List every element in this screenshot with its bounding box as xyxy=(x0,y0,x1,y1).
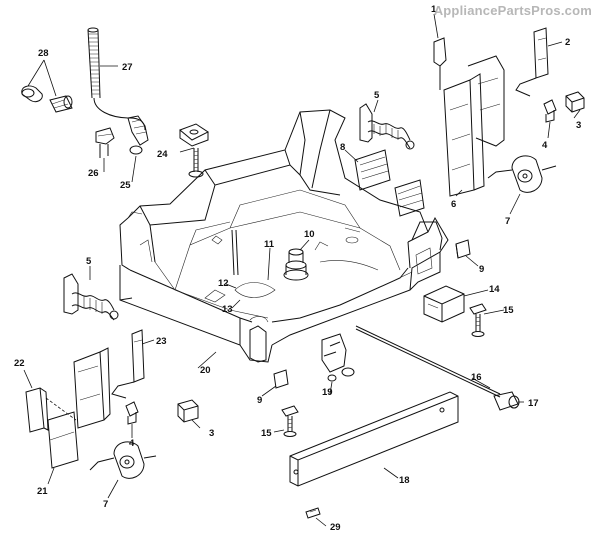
callout-2: 2 xyxy=(565,37,570,48)
callout-6: 6 xyxy=(451,199,456,210)
watermark-text: AppliancePartsPros.com xyxy=(433,3,592,18)
part-7-motor-upper xyxy=(487,155,557,193)
callout-9-upper: 9 xyxy=(479,264,484,275)
callout-12: 12 xyxy=(218,278,229,289)
callout-18: 18 xyxy=(399,475,410,486)
part-24-leg-assembly xyxy=(179,123,209,178)
part-6-side-panel xyxy=(443,55,505,197)
callout-17: 17 xyxy=(528,398,539,409)
part-3-block-upper xyxy=(565,91,585,113)
part-15-leveling-foot-lower xyxy=(281,405,299,437)
part-1-side-bracket xyxy=(433,37,447,90)
leader-lines xyxy=(23,13,581,527)
part-18-toe-panel xyxy=(289,391,459,487)
callout-15-lower: 15 xyxy=(261,428,272,439)
part-23-bracket xyxy=(111,329,145,399)
callout-1: 1 xyxy=(431,4,437,15)
callout-4-upper: 4 xyxy=(542,140,548,151)
part-7-motor-lower xyxy=(89,441,157,479)
part-25-hose-fitting xyxy=(127,115,149,155)
callout-24: 24 xyxy=(157,149,168,160)
callout-4-lower: 4 xyxy=(129,438,135,449)
callout-3-upper: 3 xyxy=(576,120,581,131)
part-14-housing xyxy=(423,285,465,323)
part-3-block-lower xyxy=(177,399,199,423)
callout-27: 27 xyxy=(122,62,133,73)
callout-25: 25 xyxy=(120,180,131,191)
part-2-bracket xyxy=(515,27,549,97)
callout-9-lower: 9 xyxy=(257,395,262,406)
callout-29: 29 xyxy=(330,522,341,533)
part-5-upper-spring-bracket xyxy=(359,103,415,150)
part-8-terminal-blocks xyxy=(354,149,425,217)
part-26-clip xyxy=(95,127,115,158)
callout-14: 14 xyxy=(489,284,500,295)
callout-22: 22 xyxy=(14,358,25,369)
part-9-clip-lower xyxy=(273,369,289,389)
part-19-inlet-valve xyxy=(321,333,355,382)
callout-16: 16 xyxy=(471,372,482,383)
callout-26: 26 xyxy=(88,168,99,179)
callout-20: 20 xyxy=(200,365,211,376)
callout-10: 10 xyxy=(304,229,315,240)
callout-19: 19 xyxy=(322,387,333,398)
callout-13: 13 xyxy=(222,304,233,315)
base-tub-assembly xyxy=(119,109,449,363)
part-4-connector-upper xyxy=(543,99,557,123)
part-28-hose-clamps xyxy=(21,85,73,113)
callout-28: 28 xyxy=(38,48,49,59)
callout-5-upper: 5 xyxy=(374,90,380,101)
callout-11: 11 xyxy=(264,239,275,250)
part-27-fill-hose xyxy=(87,27,146,131)
callout-8: 8 xyxy=(340,142,345,153)
callout-7-lower: 7 xyxy=(103,499,108,510)
part-9-clip-upper xyxy=(455,239,471,259)
callout-15-upper: 15 xyxy=(503,305,514,316)
part-15-leveling-foot-upper xyxy=(469,303,487,337)
part-29-screw xyxy=(305,507,321,519)
callout-7-upper: 7 xyxy=(505,216,510,227)
part-5-lower-spring-bracket xyxy=(63,273,119,321)
part-17-end-cap xyxy=(493,391,520,411)
callout-3-lower: 3 xyxy=(209,428,214,439)
callout-5-lower: 5 xyxy=(86,256,92,267)
callout-21: 21 xyxy=(37,486,48,497)
part-4-connector-lower xyxy=(125,401,139,425)
part-16-rod xyxy=(355,325,501,398)
callout-labels: 1 2 3 3 4 4 5 5 6 7 7 8 9 9 10 11 12 13 … xyxy=(14,4,581,533)
part-21-22-side-panel xyxy=(25,347,111,469)
callout-23: 23 xyxy=(156,336,167,347)
